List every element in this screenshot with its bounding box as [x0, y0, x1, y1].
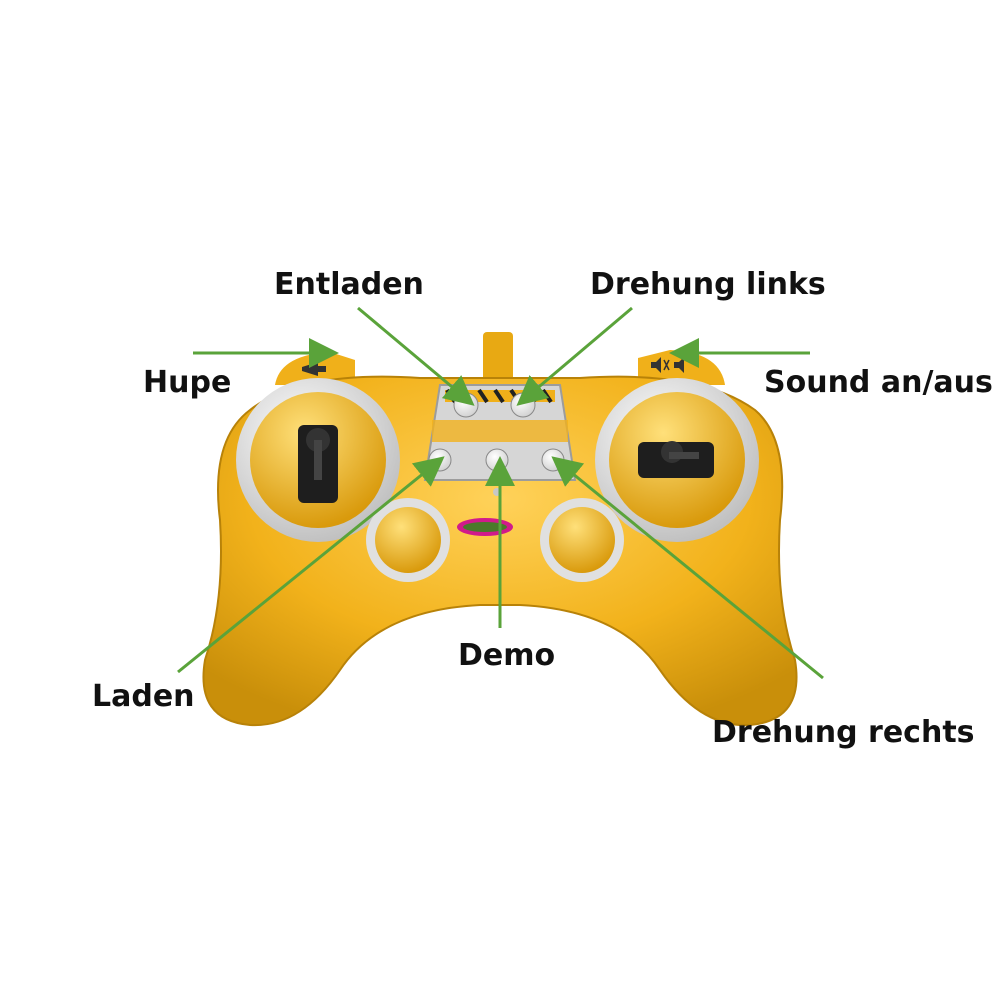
drehung-links-button[interactable]: [510, 392, 536, 418]
left-knob[interactable]: [375, 507, 441, 573]
drehung-links-arrow: [516, 306, 633, 406]
panel-graphic: [432, 420, 568, 442]
label-laden: Laden: [92, 679, 195, 714]
label-entladen: Entladen: [274, 267, 424, 302]
label-drehung-rechts: Drehung rechts: [712, 715, 975, 750]
label-demo: Demo: [458, 638, 556, 673]
label-drehung-links: Drehung links: [590, 267, 826, 302]
demo-button[interactable]: [485, 448, 509, 472]
left-joystick-shaft: [314, 440, 322, 480]
drehung-rechts-arrow: [551, 456, 824, 680]
entladen-button[interactable]: [453, 392, 479, 418]
label-hupe: Hupe: [143, 365, 232, 400]
antenna: [483, 332, 513, 382]
label-sound: Sound an/aus: [764, 365, 993, 400]
entladen-arrow: [357, 306, 475, 406]
right-joystick-shaft: [669, 452, 699, 459]
drehung-rechts-button[interactable]: [541, 448, 565, 472]
laden-arrow: [177, 456, 445, 674]
right-knob[interactable]: [549, 507, 615, 573]
brand-logo-inner: [463, 522, 507, 532]
